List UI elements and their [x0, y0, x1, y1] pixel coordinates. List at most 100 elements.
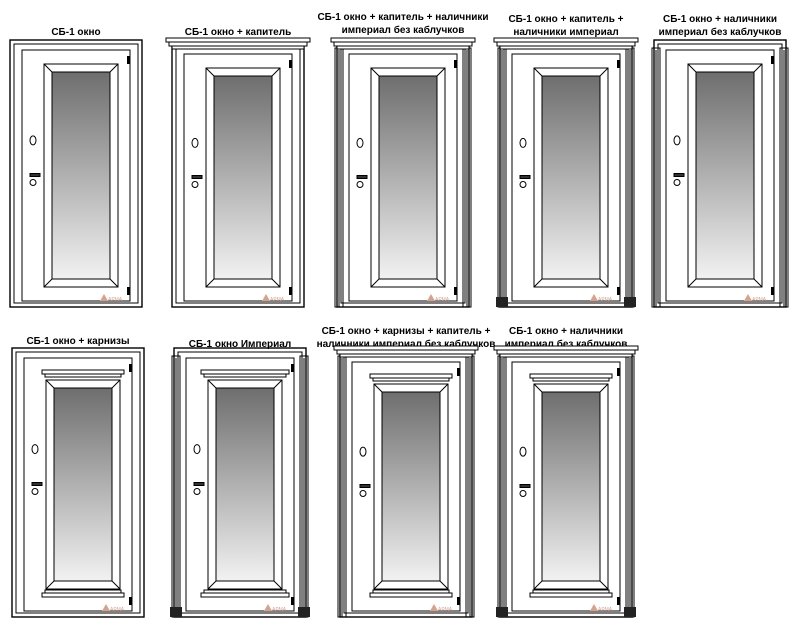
plinth-right — [624, 607, 636, 617]
panel-outer — [207, 379, 283, 590]
door-variant-caption: СБ-1 окно + капитель + наличники империал — [466, 13, 666, 39]
plinth-left — [496, 607, 508, 617]
door-leaf — [511, 53, 621, 302]
cornice-top — [200, 369, 290, 375]
brand-logo-icon — [100, 294, 108, 301]
peephole-icon — [31, 444, 39, 455]
bevel-line — [43, 63, 53, 73]
lock-cylinder-icon — [519, 181, 527, 188]
bevel-line — [373, 383, 383, 393]
caption-line: СБ-1 окно — [51, 27, 101, 38]
hinge-icon — [127, 56, 130, 64]
brand-watermark: АРМА — [438, 607, 453, 613]
bevel-line — [273, 580, 283, 590]
brand-logo-icon — [590, 604, 598, 611]
caption-line: СБ-1 окно + капитель + — [508, 14, 624, 25]
door-frame — [9, 39, 143, 308]
panel-outer — [533, 383, 609, 590]
caption-line: наличники империал — [513, 27, 619, 38]
cornice-bottom-step — [203, 589, 287, 594]
hinge-icon — [617, 60, 620, 68]
hinge-icon — [457, 368, 460, 376]
door-handle-icon — [29, 173, 41, 177]
brand-watermark: АРМА — [108, 297, 123, 303]
kapitel-base — [339, 353, 473, 358]
lock-cylinder-icon — [359, 490, 367, 497]
bevel-line — [436, 278, 446, 288]
door-drawing: АРМА — [170, 347, 310, 618]
cornice-top-step — [44, 373, 122, 378]
glass-window — [541, 75, 601, 280]
bevel-line — [687, 278, 697, 288]
brand-watermark: АРМА — [752, 297, 767, 303]
door-leaf — [511, 361, 621, 612]
kapitel-base — [171, 45, 305, 50]
bevel-line — [599, 278, 609, 288]
bevel-line — [370, 67, 380, 77]
brand-logo-icon — [590, 294, 598, 301]
door-drawing: АРМА — [9, 39, 143, 308]
panel-outer — [45, 379, 121, 590]
door-frame — [173, 347, 307, 618]
door-frame-inner — [13, 43, 139, 304]
door-drawing: АРМА — [493, 37, 639, 308]
brand-logo-icon — [427, 294, 435, 301]
cornice-top — [41, 369, 125, 375]
lock-cylinder-icon — [193, 488, 201, 495]
lock-cylinder-icon — [356, 181, 364, 188]
glass-window — [53, 387, 113, 582]
bevel-line — [205, 278, 215, 288]
bevel-line — [109, 63, 119, 73]
brand-logo-icon — [264, 604, 272, 611]
door-drawing: АРМА — [493, 345, 639, 618]
hinge-icon — [617, 368, 620, 376]
cornice-bottom — [41, 592, 125, 598]
bevel-line — [45, 580, 55, 590]
bevel-line — [111, 379, 121, 389]
caption-line: СБ-1 окно + капитель — [184, 27, 292, 38]
panel-outer — [533, 67, 609, 288]
door-leaf — [183, 53, 293, 302]
kapitel-mid — [168, 41, 308, 47]
bevel-line — [109, 278, 119, 288]
hinge-icon — [771, 287, 774, 295]
hinge-icon — [129, 597, 132, 605]
bevel-line — [207, 379, 217, 389]
peephole-icon — [29, 135, 37, 146]
caption-line: СБ-1 окно + капитель + наличники — [317, 12, 489, 23]
door-handle-icon — [673, 173, 685, 177]
bevel-line — [45, 379, 55, 389]
hinge-icon — [454, 60, 457, 68]
bevel-line — [687, 63, 697, 73]
cornice-bottom-step — [372, 589, 450, 594]
cornice-top-step — [203, 373, 287, 378]
cornice-top — [529, 373, 613, 379]
brand-logo-icon — [744, 294, 752, 301]
cornice-top — [369, 373, 453, 379]
cornice-top-step — [532, 377, 610, 382]
door-variant-caption: СБ-1 окно — [0, 26, 176, 39]
kapitel-base — [499, 353, 633, 358]
door-variant-caption: СБ-1 окно + карнизы — [0, 335, 178, 348]
bevel-line — [599, 67, 609, 77]
kapitel-cap — [330, 37, 476, 43]
hinge-icon — [129, 364, 132, 372]
bevel-line — [599, 580, 609, 590]
brand-logo-icon — [102, 604, 110, 611]
door-handle-icon — [519, 175, 531, 179]
caption-line: СБ-1 окно + наличники — [663, 14, 777, 25]
peephole-icon — [191, 137, 199, 148]
lock-cylinder-icon — [31, 488, 39, 495]
caption-line: империал без каблучков — [341, 25, 465, 36]
brand-watermark: АРМА — [598, 607, 613, 613]
door-handle-icon — [193, 482, 205, 486]
caption-line: СБ-1 окно + карнизы — [26, 336, 130, 347]
brand-watermark: АРМА — [598, 297, 613, 303]
door-frame-inner — [15, 351, 141, 614]
glass-window — [695, 71, 755, 280]
bevel-line — [599, 383, 609, 393]
door-frame-inner — [657, 43, 783, 304]
brand-watermark: АРМА — [435, 297, 450, 303]
bevel-line — [533, 383, 543, 393]
hinge-icon — [289, 287, 292, 295]
